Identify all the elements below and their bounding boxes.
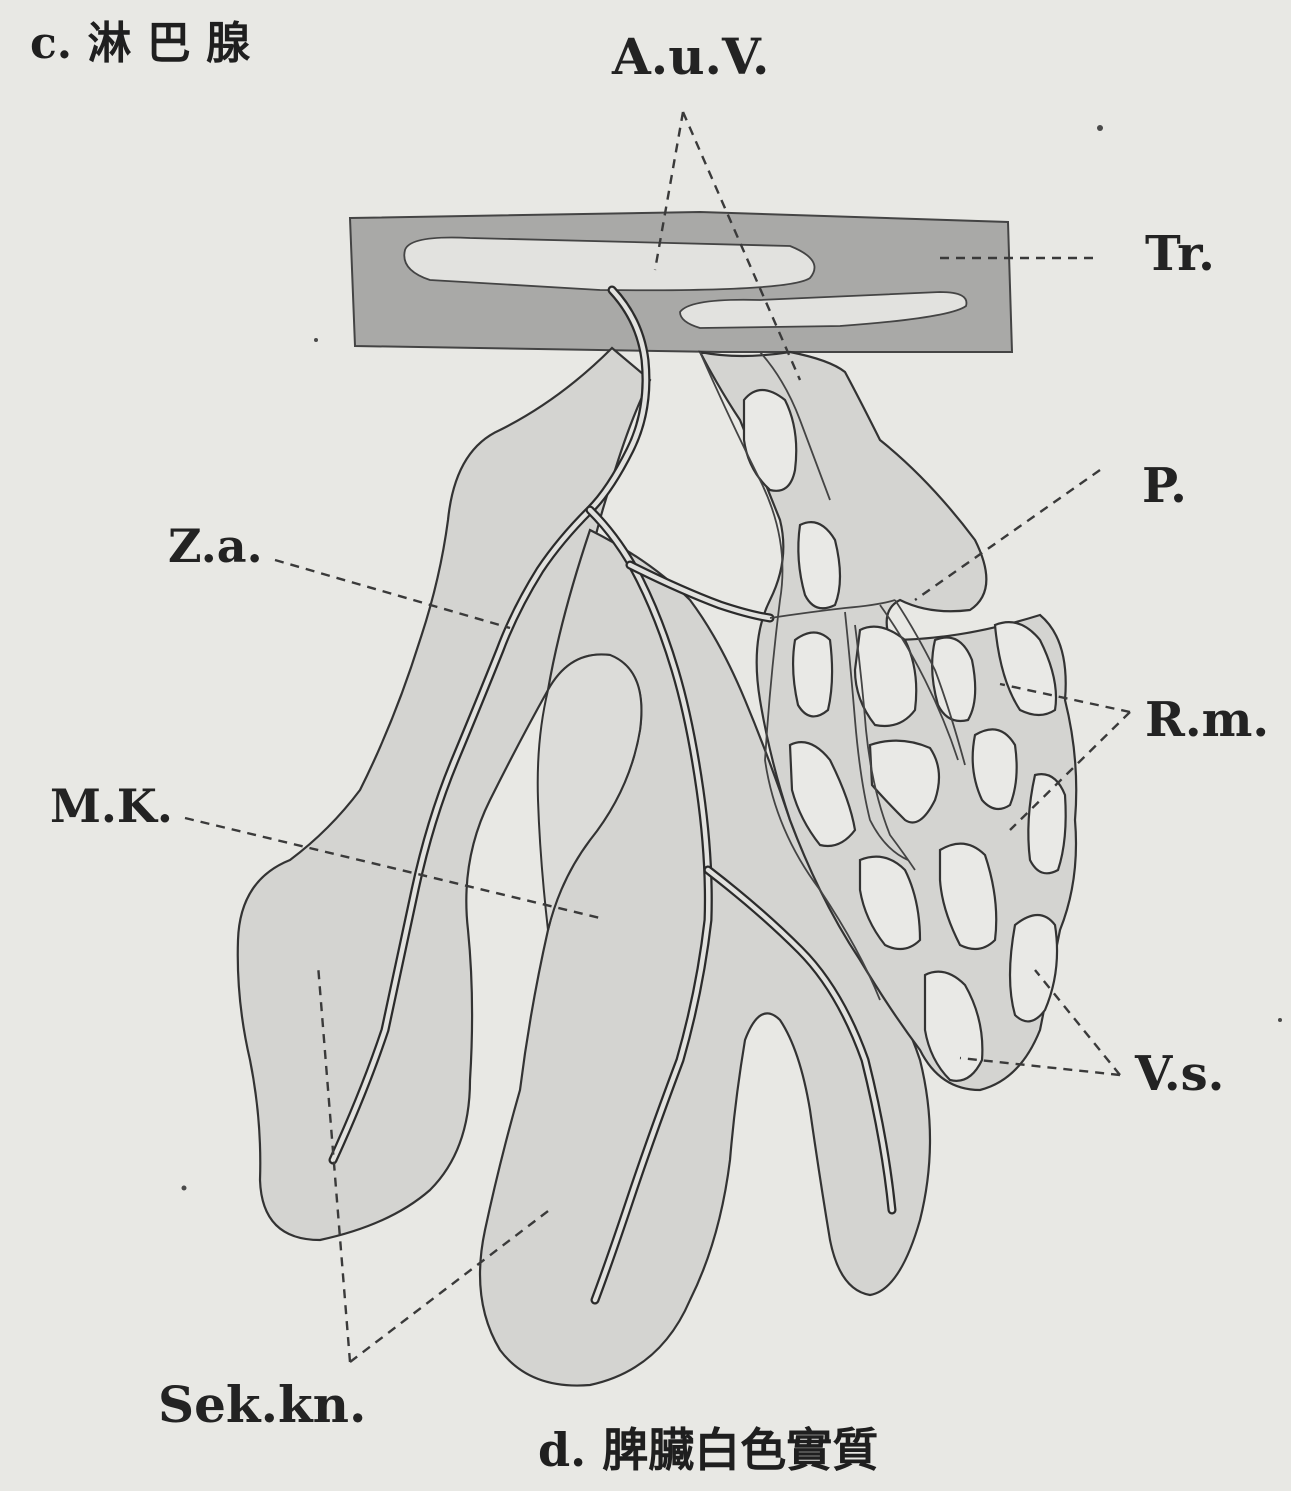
- label-pulp-cords: R.m.: [1145, 692, 1269, 748]
- label-penicillus: P.: [1142, 458, 1187, 514]
- trabecula: [350, 212, 1012, 352]
- label-central-artery: Z.a.: [168, 519, 263, 573]
- label-malpighian-body: M.K.: [50, 779, 173, 833]
- label-trabecula: Tr.: [1145, 226, 1215, 282]
- artery-vein-lumen-upper: [404, 238, 814, 291]
- label-artery-and-vein: A.u.V.: [611, 27, 769, 86]
- label-secondary-nodule: Sek.kn.: [158, 1375, 366, 1434]
- caption-top: c. 淋 巴 腺: [30, 18, 251, 69]
- caption-bottom: d. 脾臟白色實質: [538, 1423, 878, 1477]
- label-venous-sinus: V.s.: [1134, 1046, 1224, 1102]
